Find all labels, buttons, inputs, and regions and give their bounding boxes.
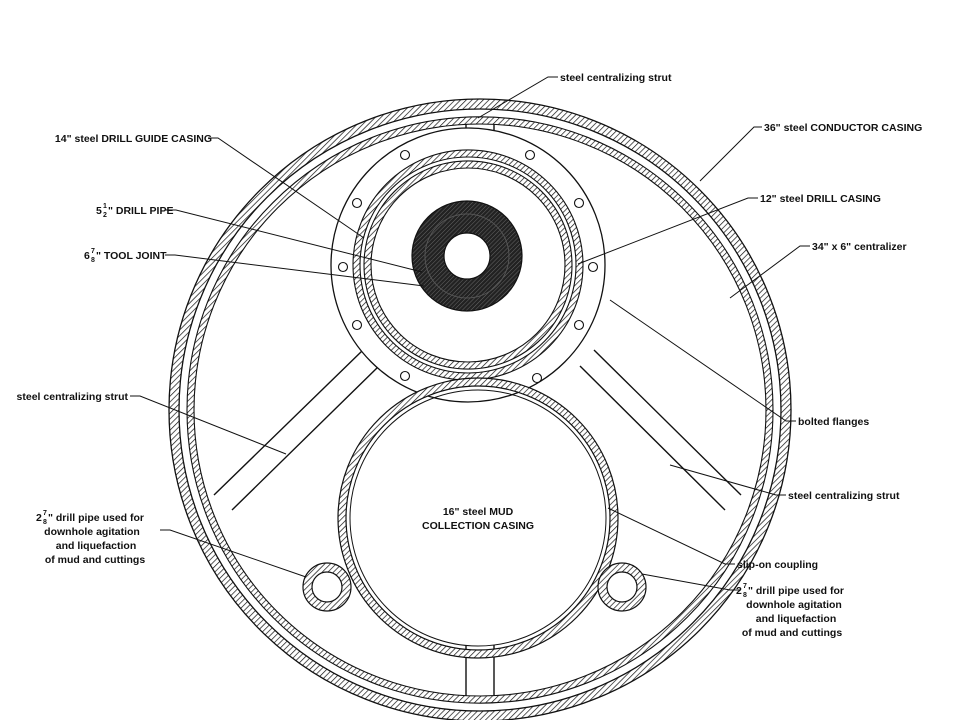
- conductor-casing: [168, 98, 792, 720]
- agit-right-size: 2: [736, 585, 742, 597]
- slip-on-coupling-ring: [349, 389, 607, 647]
- centralizer-ring: [186, 116, 774, 704]
- leader-lines: [130, 76, 810, 591]
- tool-joint-frac-den: 8: [91, 257, 95, 264]
- label-drill-pipe: 5 1 2 " DRILL PIPE: [96, 203, 173, 219]
- right-agitation-pipe: [597, 562, 647, 612]
- drill-guide-casing: [352, 149, 584, 381]
- left-centralizing-strut: [213, 349, 380, 511]
- agit-left-line2: downhole agitation: [44, 526, 140, 538]
- agit-left-line4: of mud and cuttings: [45, 554, 145, 566]
- tool-joint: [411, 200, 523, 312]
- flange-bolt-holes: [337, 149, 599, 384]
- drill-pipe-frac-den: 2: [103, 212, 107, 219]
- agit-right-line4: of mud and cuttings: [742, 627, 842, 639]
- mud-collection-casing: [337, 377, 619, 659]
- agit-right-line1: " drill pipe used for: [748, 585, 844, 597]
- agit-right-frac-num: 7: [743, 583, 747, 590]
- drill-pipe-text: " DRILL PIPE: [108, 205, 173, 217]
- label-agitation-left: 2 7 8 " drill pipe used for downhole agi…: [36, 510, 145, 566]
- label-drill-guide-casing: 14" steel DRILL GUIDE CASING: [55, 133, 212, 145]
- label-strut-left: steel centralizing strut: [17, 391, 129, 403]
- bolted-flange: [330, 127, 606, 403]
- drill-pipe-frac-num: 1: [103, 203, 107, 210]
- tool-joint-size: 6: [84, 250, 90, 262]
- label-bolted-flanges: bolted flanges: [798, 416, 869, 428]
- agit-left-frac-den: 8: [43, 519, 47, 526]
- agit-right-line2: downhole agitation: [746, 599, 842, 611]
- agit-left-line3: and liquefaction: [56, 540, 137, 552]
- label-strut-right: steel centralizing strut: [788, 490, 900, 502]
- label-strut-top: steel centralizing strut: [560, 72, 672, 84]
- left-agitation-pipe: [302, 562, 352, 612]
- tool-joint-frac-num: 7: [91, 248, 95, 255]
- label-agitation-right: 2 7 8 " drill pipe used for downhole agi…: [736, 583, 844, 639]
- agit-left-size: 2: [36, 512, 42, 524]
- label-drill-casing: 12" steel DRILL CASING: [760, 193, 881, 205]
- label-tool-joint: 6 7 8 " TOOL JOINT: [84, 248, 167, 264]
- agit-right-frac-den: 8: [743, 592, 747, 599]
- label-mud-casing-line1: 16" steel MUD: [443, 506, 514, 518]
- tool-joint-text: " TOOL JOINT: [96, 250, 167, 262]
- drill-pipe-size: 5: [96, 205, 102, 217]
- right-centralizing-strut: [579, 349, 742, 511]
- drill-pipe: [424, 213, 510, 299]
- label-mud-casing-line2: COLLECTION CASING: [422, 520, 534, 532]
- agit-left-frac-num: 7: [43, 510, 47, 517]
- drill-casing: [363, 160, 573, 370]
- label-slip-on-coupling: slip-on coupling: [737, 559, 818, 571]
- agit-right-line3: and liquefaction: [756, 613, 837, 625]
- agit-left-line1: " drill pipe used for: [48, 512, 144, 524]
- label-conductor-casing: 36" steel CONDUCTOR CASING: [764, 122, 922, 134]
- label-centralizer: 34" x 6" centralizer: [812, 241, 907, 253]
